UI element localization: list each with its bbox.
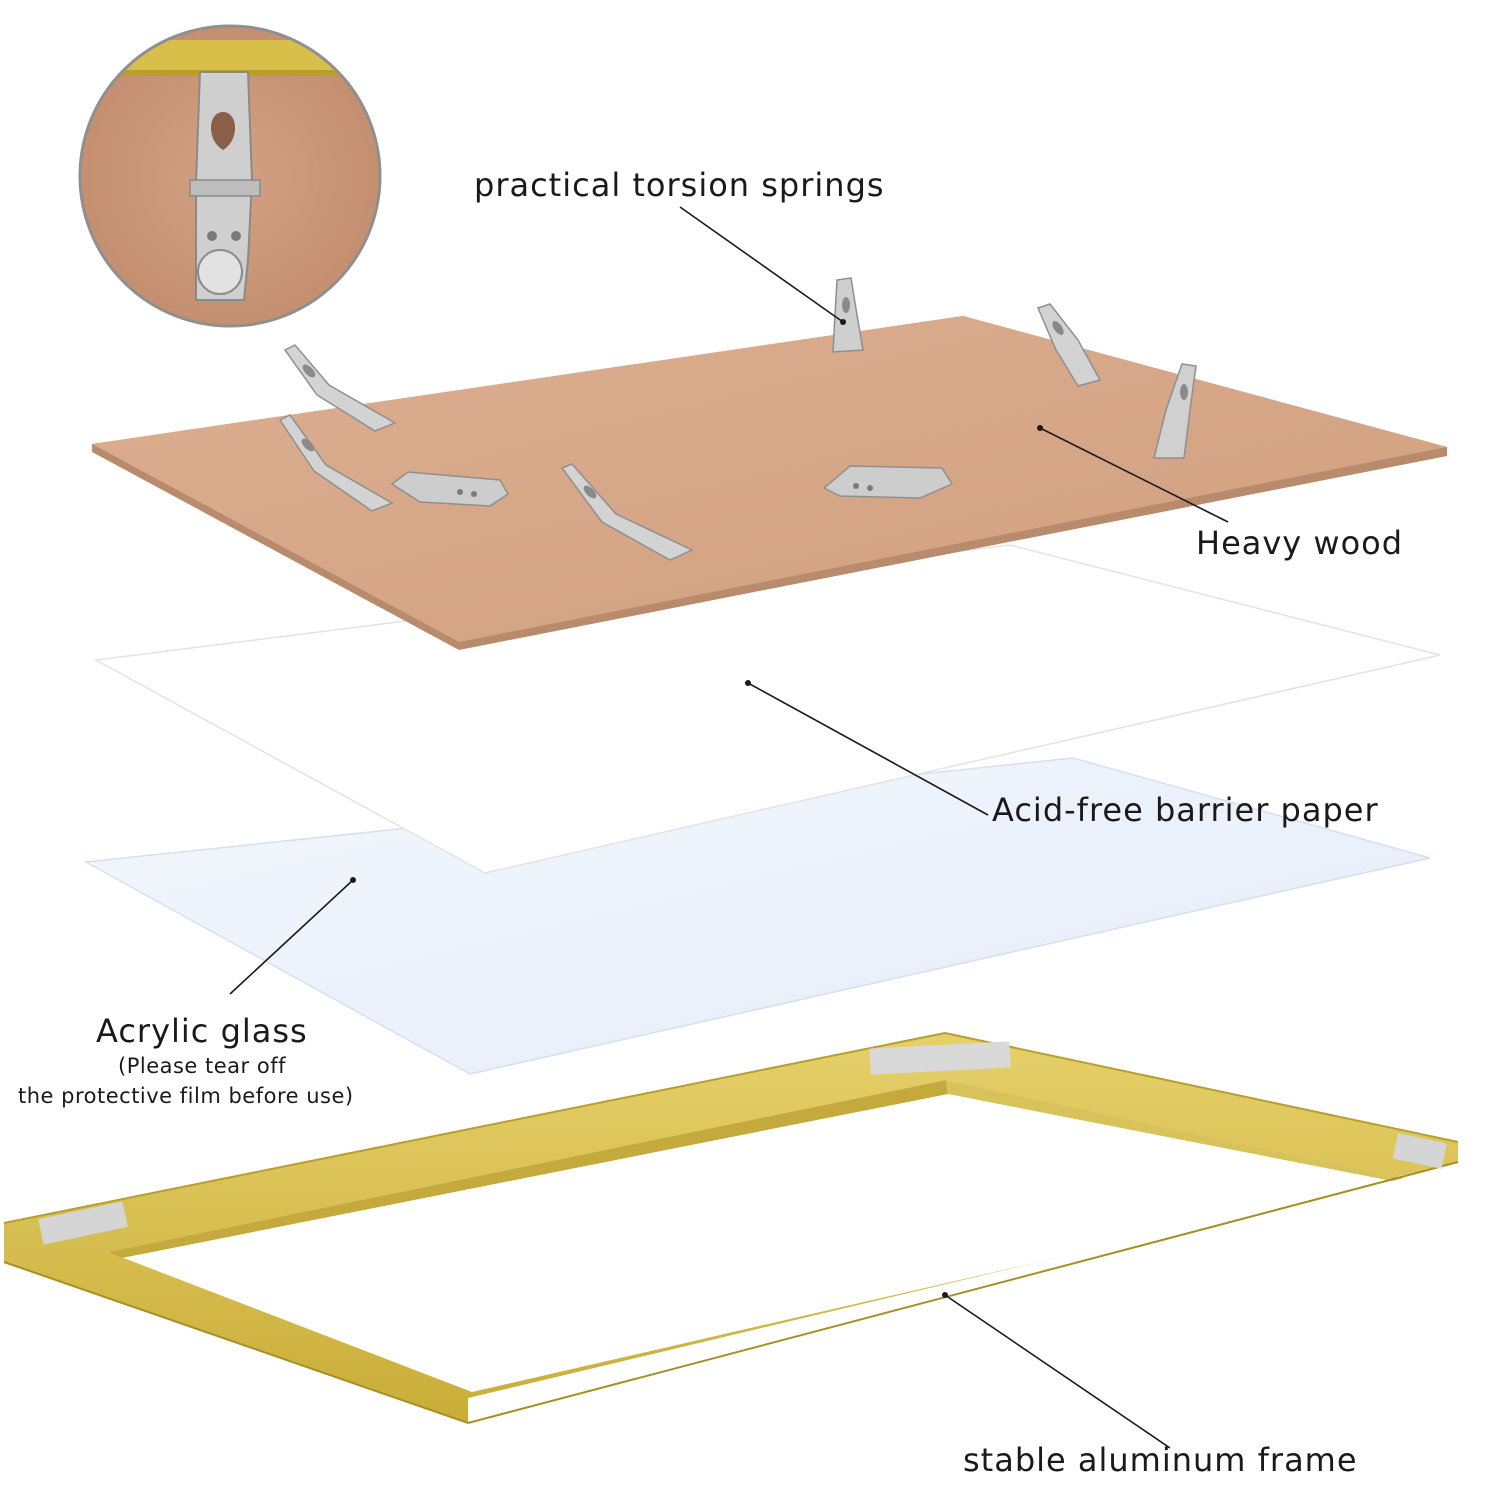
corner-bracket-icon [38, 1201, 128, 1245]
sawtooth-hanger-icon [822, 465, 954, 499]
label-heavy-wood: Heavy wood [1196, 524, 1404, 562]
label-aluminum-frame: stable aluminum frame [963, 1441, 1358, 1479]
leader-wood [1039, 427, 1229, 523]
leader-lines [229, 206, 1229, 1449]
torsion-spring-clip-icon [1153, 363, 1197, 459]
sawtooth-hanger-icon [390, 471, 509, 507]
corner-bracket-icon [869, 1041, 1011, 1075]
torsion-spring-clip-icon [832, 277, 864, 353]
label-torsion-springs: practical torsion springs [474, 166, 885, 204]
hanger-clip-closeup-icon [78, 24, 382, 328]
label-acrylic-note-line2: the protective film before use) [18, 1084, 354, 1108]
wood-backing-board [92, 316, 1447, 650]
torsion-spring-clip-icon [1036, 303, 1102, 387]
torsion-spring-clip-icon [278, 414, 394, 512]
leader-paper [747, 682, 989, 816]
torsion-spring-clip-icon [560, 463, 694, 561]
leader-frame [944, 1294, 1171, 1449]
aluminum-frame [3, 1031, 1459, 1425]
leader-springs [679, 206, 844, 323]
corner-bracket-icon [1392, 1133, 1447, 1169]
label-acrylic-glass: Acrylic glass [96, 1012, 308, 1050]
label-barrier-paper: Acid-free barrier paper [992, 791, 1379, 829]
torsion-spring-clip-icon [283, 344, 397, 432]
leader-dots [350, 319, 1043, 1298]
leader-acrylic [229, 879, 354, 995]
label-acrylic-note-line1: (Please tear off [118, 1054, 286, 1078]
